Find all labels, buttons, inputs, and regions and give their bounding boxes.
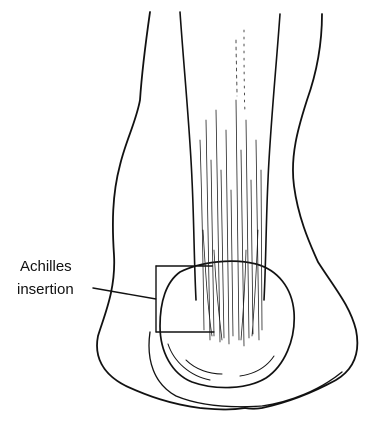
tendon-left-edge <box>180 12 196 300</box>
calcaneus-shading <box>168 344 274 380</box>
right-leg-contour <box>245 14 357 409</box>
tendon-fibers <box>200 30 262 346</box>
left-leg-contour <box>97 12 245 410</box>
heel-inner-contour <box>149 332 342 407</box>
calcaneus-bone <box>160 261 294 387</box>
tendon-right-edge <box>264 14 280 300</box>
achilles-insertion-label-line-2: insertion <box>17 281 74 299</box>
achilles-insertion-label-line-1: Achilles <box>20 258 72 276</box>
